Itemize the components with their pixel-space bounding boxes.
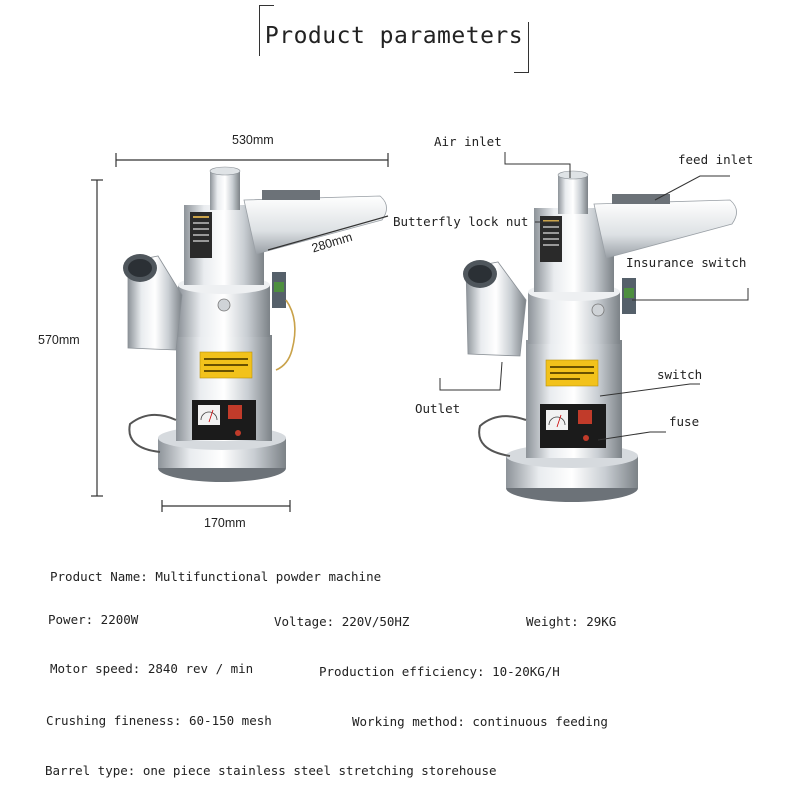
product-diagram (91, 152, 749, 512)
width-dimension-label: 530mm (232, 133, 274, 147)
insurance-switch-label: Insurance switch (626, 255, 747, 270)
callout-lines (439, 152, 749, 441)
title-frame: Product parameters (259, 5, 529, 73)
dimension-lines (91, 153, 389, 512)
spec-voltage: Voltage: 220V/50HZ (274, 614, 410, 629)
title-corner-bottom-right (514, 22, 529, 73)
base-dimension-label: 170mm (204, 516, 246, 530)
air-inlet-label: Air inlet (434, 134, 502, 149)
spec-crushing-fineness: Crushing fineness: 60-150 mesh (46, 713, 272, 728)
switch-label: switch (657, 367, 703, 382)
fuse-label: fuse (669, 414, 700, 429)
spec-product-name: Product Name: Multifunctional powder mac… (50, 569, 382, 584)
spec-barrel-type: Barrel type: one piece stainless steel s… (45, 763, 497, 778)
spec-working-method: Working method: continuous feeding (352, 714, 608, 729)
spec-weight: Weight: 29KG (526, 614, 617, 629)
title-corner-top-left (259, 5, 274, 56)
height-dimension-label: 570mm (38, 333, 80, 347)
spec-power: Power: 2200W (48, 612, 139, 627)
outlet-label: Outlet (415, 401, 461, 416)
machine-left (123, 166, 387, 482)
page-title: Product parameters (264, 23, 524, 49)
machine-right (463, 170, 737, 502)
spec-production-efficiency: Production efficiency: 10-20KG/H (319, 664, 560, 679)
feed-inlet-label: feed inlet (678, 152, 754, 167)
spec-motor-speed: Motor speed: 2840 rev / min (50, 661, 254, 676)
butterfly-lock-nut-label: Butterfly lock nut (393, 214, 529, 229)
